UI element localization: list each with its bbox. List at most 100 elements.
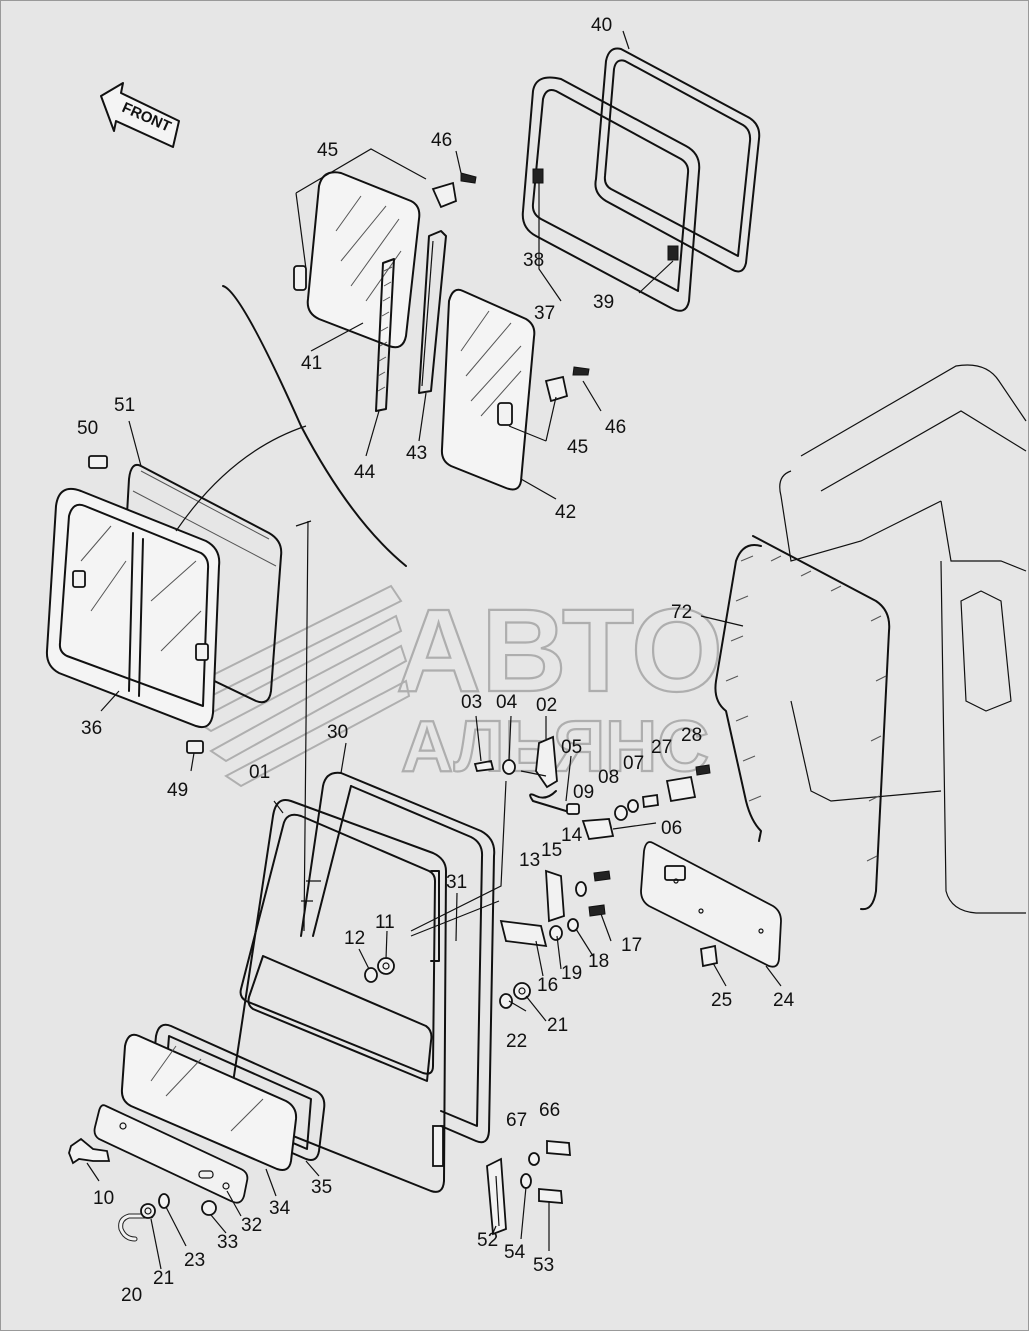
callout-42: 42 — [555, 502, 576, 523]
washer-22 — [499, 993, 513, 1009]
callout-46: 46 — [431, 130, 452, 151]
callout-45: 45 — [317, 140, 338, 161]
nut-11 — [377, 957, 395, 975]
callout-32: 32 — [241, 1215, 262, 1236]
callout-23: 23 — [184, 1250, 205, 1271]
callout-06: 06 — [661, 818, 682, 839]
bolt-03 — [473, 759, 495, 772]
callout-labels: 40 45 46 38 39 37 41 43 44 46 45 42 50 5… — [77, 15, 795, 1306]
washer-04 — [502, 759, 516, 775]
callout-18: 18 — [588, 951, 609, 972]
knob-25 — [700, 944, 718, 968]
callout-67: 67 — [506, 1110, 527, 1131]
callout-21-low: 21 — [153, 1268, 174, 1289]
callout-36: 36 — [81, 718, 102, 739]
callout-39: 39 — [593, 292, 614, 313]
lower-glass-34 — [120, 1033, 298, 1171]
channel-43 — [418, 230, 447, 394]
callout-05: 05 — [561, 737, 582, 758]
block-27 — [665, 775, 697, 803]
callout-72: 72 — [671, 602, 692, 623]
callout-13: 13 — [519, 850, 540, 871]
nut-21-mid — [513, 982, 531, 1000]
washer-12 — [364, 967, 378, 983]
callout-14: 14 — [561, 825, 583, 846]
callout-03: 03 — [461, 692, 482, 713]
watermark-line1: АВТО — [396, 585, 723, 717]
callout-01: 01 — [249, 762, 270, 783]
callout-49: 49 — [167, 780, 188, 801]
bolt-53 — [538, 1188, 563, 1204]
washer-09 — [614, 805, 628, 821]
leader-01-vertical — [295, 520, 312, 932]
callout-16: 16 — [537, 975, 558, 996]
rod-16 — [499, 919, 548, 948]
assembly-leaders — [410, 780, 507, 937]
callout-12: 12 — [344, 928, 365, 949]
callout-51: 51 — [114, 395, 135, 416]
callout-40: 40 — [591, 15, 612, 36]
screw-14 — [593, 870, 611, 882]
door-glass-42 — [440, 288, 590, 491]
screw-28 — [695, 764, 711, 776]
washer-08 — [627, 799, 639, 813]
callout-50: 50 — [77, 418, 98, 439]
handle-10 — [68, 1137, 111, 1165]
callout-30: 30 — [327, 722, 348, 743]
sliding-window-frame-37 — [521, 47, 761, 312]
bolt-66 — [546, 1140, 571, 1156]
callout-10: 10 — [93, 1188, 114, 1209]
callout-46b: 46 — [605, 417, 626, 438]
bracket-13 — [545, 869, 565, 923]
leader-36-41 — [175, 425, 307, 532]
callout-34: 34 — [269, 1198, 291, 1219]
door-frame-30 — [300, 771, 496, 1144]
rod-05 — [529, 790, 580, 815]
bolt-07 — [642, 793, 659, 809]
callout-38: 38 — [523, 250, 544, 271]
callout-04: 04 — [496, 692, 518, 713]
hinge-52 — [486, 1157, 507, 1236]
window-assembly-36 — [45, 455, 283, 754]
callout-09: 09 — [573, 782, 594, 803]
plate-32 — [93, 1104, 249, 1204]
hinge-strip-31 — [430, 870, 440, 962]
handle-20 — [118, 1213, 154, 1242]
callout-52: 52 — [477, 1230, 498, 1251]
callout-25: 25 — [711, 990, 732, 1011]
callout-54: 54 — [504, 1242, 526, 1263]
washer-19 — [549, 925, 563, 941]
callout-53: 53 — [533, 1255, 554, 1276]
washer-67 — [528, 1152, 540, 1166]
callout-35: 35 — [311, 1177, 332, 1198]
callout-17: 17 — [621, 935, 642, 956]
callout-07: 07 — [623, 753, 644, 774]
leader-45-top — [295, 148, 427, 270]
callout-leaders — [86, 30, 782, 1270]
washer-18 — [567, 918, 579, 932]
latch-02 — [520, 735, 558, 789]
washer-15 — [575, 881, 587, 897]
callout-11: 11 — [375, 912, 395, 933]
callout-33: 33 — [217, 1232, 238, 1253]
callout-15: 15 — [541, 840, 562, 861]
striker-06 — [581, 818, 615, 840]
interior-panel-24 — [640, 841, 782, 968]
knob-33 — [201, 1200, 217, 1216]
washer-23 — [158, 1193, 170, 1209]
callout-27: 27 — [651, 737, 672, 758]
callout-20: 20 — [121, 1285, 142, 1306]
callout-02: 02 — [536, 695, 557, 716]
callout-19: 19 — [561, 963, 582, 984]
callout-43: 43 — [406, 443, 427, 464]
callout-22: 22 — [506, 1031, 527, 1052]
bolt-17 — [588, 904, 606, 917]
bracket-line — [222, 285, 407, 567]
washer-54 — [520, 1173, 532, 1189]
callout-66: 66 — [539, 1100, 560, 1121]
callout-21-mid: 21 — [547, 1015, 568, 1036]
callout-45b: 45 — [567, 437, 588, 458]
cab-body-outline — [779, 364, 1027, 914]
